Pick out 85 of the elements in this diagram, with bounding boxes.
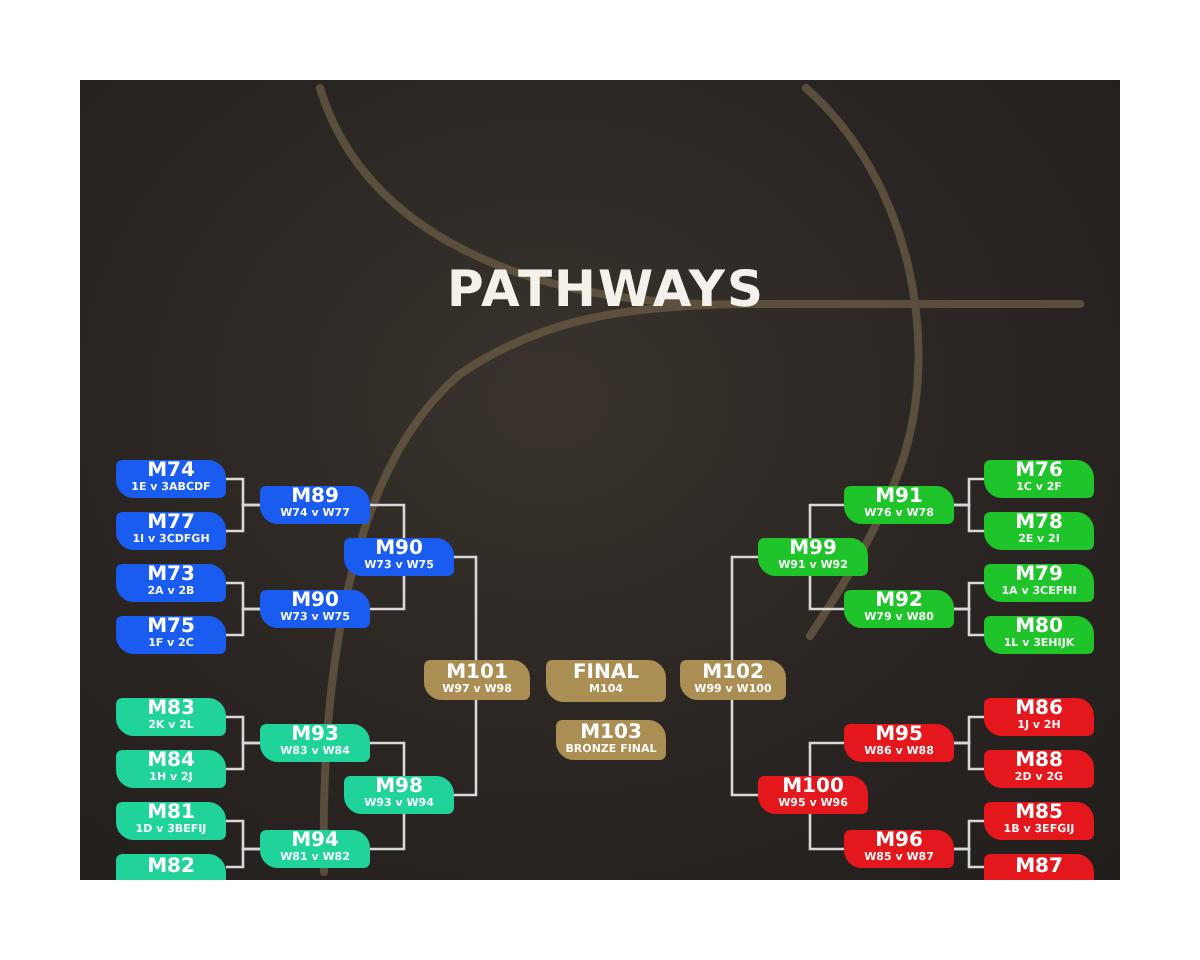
bracket-line bbox=[226, 503, 260, 533]
match-number: M83 bbox=[147, 700, 195, 721]
match-number: M77 bbox=[147, 514, 195, 535]
match-box bbox=[116, 512, 226, 550]
match-box bbox=[758, 776, 868, 814]
match-box bbox=[984, 698, 1094, 736]
bracket-line bbox=[954, 741, 984, 771]
bracket-line bbox=[226, 847, 260, 869]
bracket-line bbox=[370, 814, 406, 851]
match-box bbox=[116, 616, 226, 654]
match-number: M95 bbox=[875, 726, 923, 747]
match-number: M87 bbox=[1015, 858, 1063, 878]
match-box bbox=[844, 724, 954, 762]
match-number: M85 bbox=[1015, 804, 1063, 825]
match-number: M75 bbox=[147, 618, 195, 639]
match-box bbox=[844, 590, 954, 628]
match-box bbox=[116, 750, 226, 788]
match-box bbox=[260, 486, 370, 524]
match-box bbox=[260, 830, 370, 868]
match-number: M99 bbox=[789, 540, 837, 561]
bracket-line bbox=[954, 847, 984, 869]
match-box bbox=[680, 660, 786, 700]
match-number: M101 bbox=[446, 663, 508, 684]
match-number: M73 bbox=[147, 566, 195, 587]
match-number: M88 bbox=[1015, 752, 1063, 773]
match-box bbox=[984, 854, 1094, 880]
match-number: M91 bbox=[875, 488, 923, 509]
match-number: M86 bbox=[1015, 700, 1063, 721]
bracket-line bbox=[730, 555, 758, 660]
match-box bbox=[116, 854, 226, 880]
match-box bbox=[116, 802, 226, 840]
bracket-line bbox=[954, 607, 984, 637]
match-box bbox=[344, 538, 454, 576]
match-box bbox=[984, 564, 1094, 602]
match-box bbox=[424, 660, 530, 700]
match-number: M78 bbox=[1015, 514, 1063, 535]
match-box bbox=[984, 750, 1094, 788]
match-number: M89 bbox=[291, 488, 339, 509]
match-box bbox=[556, 720, 666, 760]
bracket-line bbox=[808, 576, 844, 611]
match-box bbox=[344, 776, 454, 814]
match-number: M80 bbox=[1015, 618, 1063, 639]
match-number: M82 bbox=[147, 858, 195, 878]
match-box bbox=[984, 616, 1094, 654]
bracket-line bbox=[954, 503, 984, 533]
bracket-line bbox=[808, 503, 844, 538]
match-box bbox=[116, 698, 226, 736]
match-number: M94 bbox=[291, 832, 339, 853]
match-number: M81 bbox=[147, 804, 195, 825]
match-number: M74 bbox=[147, 462, 195, 483]
bracket-line bbox=[370, 503, 406, 538]
match-number: M76 bbox=[1015, 462, 1063, 483]
match-box bbox=[758, 538, 868, 576]
match-number: M92 bbox=[875, 592, 923, 613]
match-number: M102 bbox=[702, 663, 764, 684]
bracket-line bbox=[370, 741, 406, 776]
bracket-line bbox=[808, 741, 844, 776]
match-box bbox=[984, 802, 1094, 840]
match-box bbox=[844, 486, 954, 524]
bracket-line bbox=[370, 576, 406, 611]
bracket-line bbox=[454, 555, 478, 660]
match-number: M93 bbox=[291, 726, 339, 747]
match-box bbox=[260, 590, 370, 628]
match-box bbox=[984, 460, 1094, 498]
match-number: M98 bbox=[375, 778, 423, 799]
match-number: FINAL bbox=[572, 664, 640, 685]
match-number: M90 bbox=[291, 592, 339, 613]
match-number: M96 bbox=[875, 832, 923, 853]
match-number: M84 bbox=[147, 752, 195, 773]
diagram-title: PATHWAYS bbox=[445, 264, 767, 316]
match-box bbox=[116, 564, 226, 602]
match-box bbox=[546, 660, 666, 702]
bracket-line bbox=[226, 607, 260, 637]
match-box bbox=[116, 460, 226, 498]
match-box bbox=[260, 724, 370, 762]
bracket-line bbox=[226, 741, 260, 771]
match-number: M100 bbox=[782, 778, 844, 799]
match-number: M90 bbox=[375, 540, 423, 561]
match-box bbox=[984, 512, 1094, 550]
bracket-line bbox=[730, 700, 758, 797]
bracket-line bbox=[454, 700, 478, 797]
match-box bbox=[844, 830, 954, 868]
match-number: M79 bbox=[1015, 566, 1063, 587]
match-number: M103 bbox=[580, 723, 642, 744]
bracket-line bbox=[808, 814, 844, 851]
